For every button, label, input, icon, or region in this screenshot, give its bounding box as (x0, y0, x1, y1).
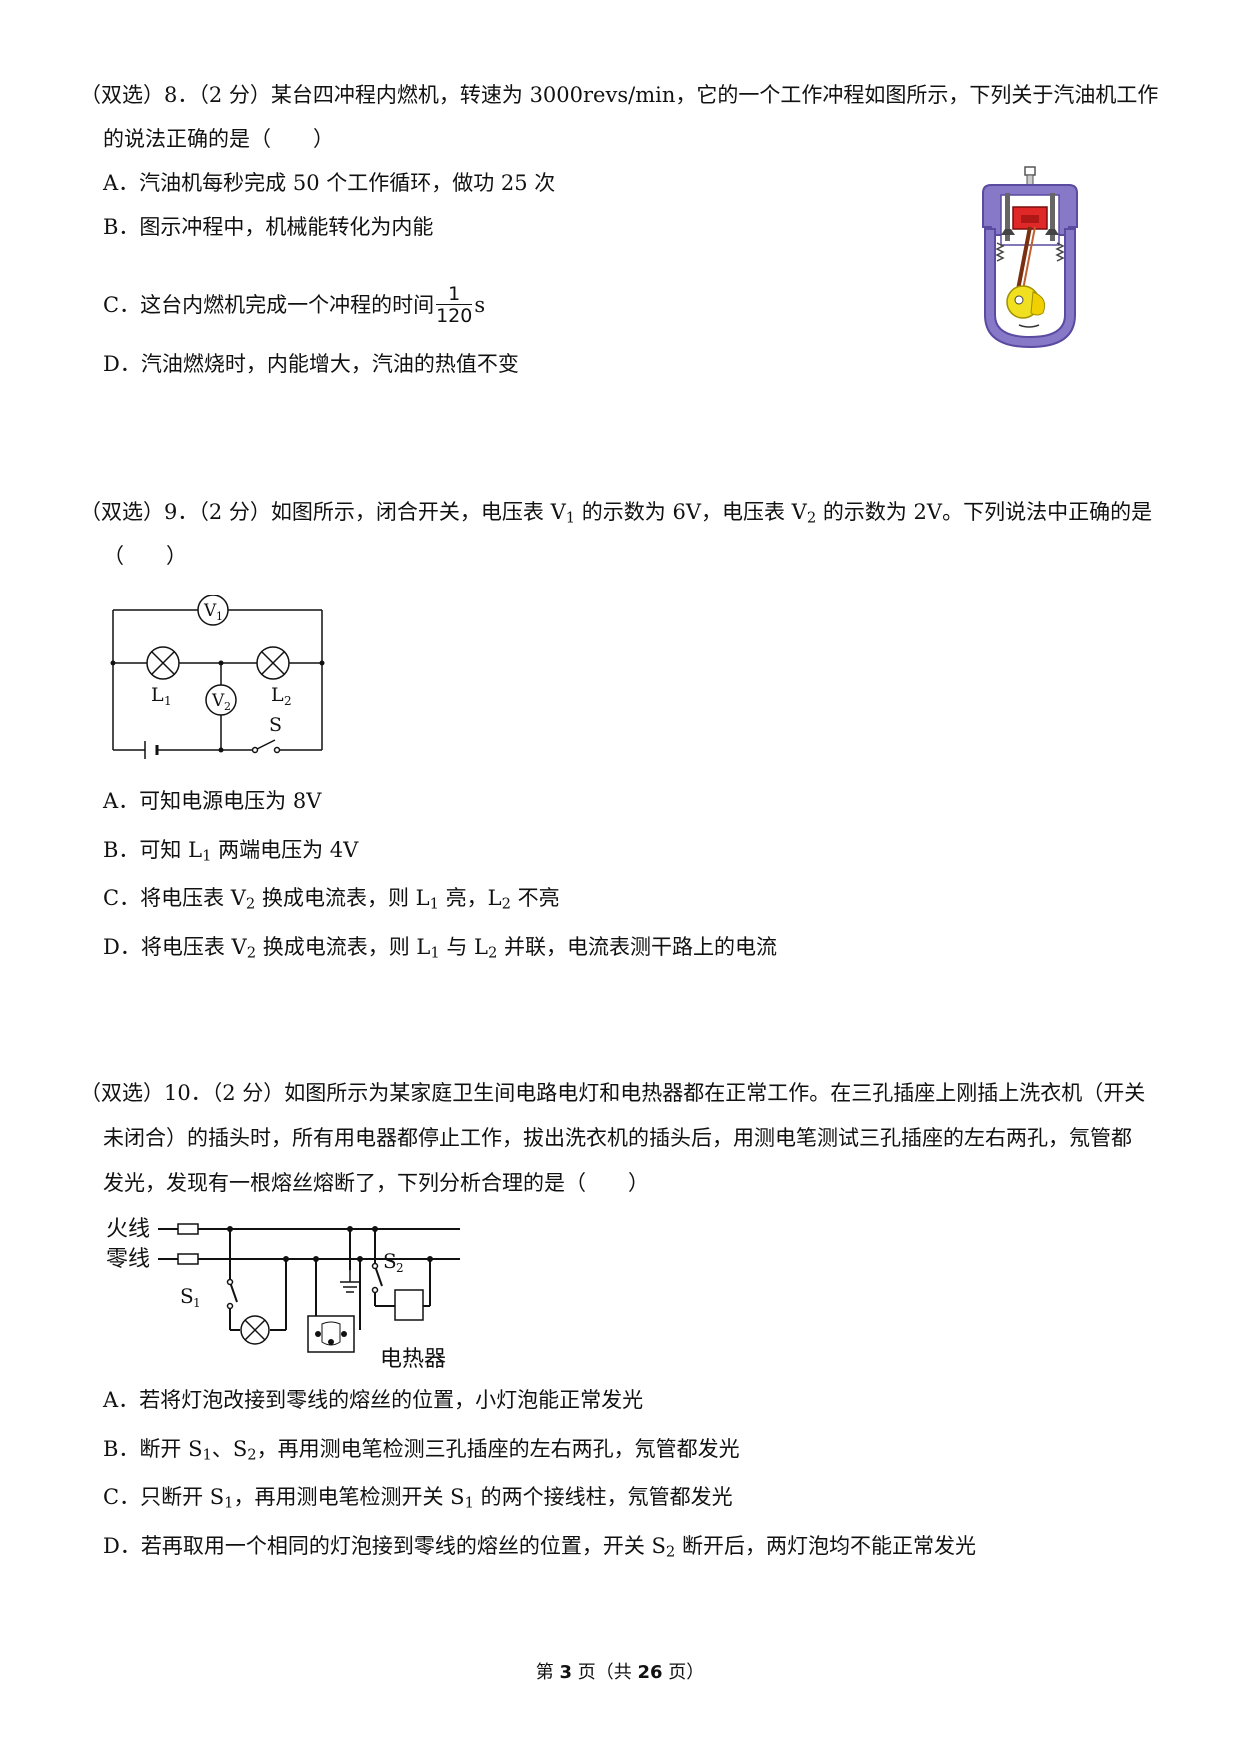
footer-text: 页（共 (572, 1662, 638, 1683)
switch-s1-label: S (180, 1284, 194, 1308)
q9-option-c-part: 亮，L (438, 886, 502, 910)
lamp-l2-icon (256, 646, 290, 680)
voltmeter-v2-icon: V 2 (205, 684, 237, 716)
subscript: 1 (464, 1494, 474, 1512)
q8-option-c-unit: s (474, 293, 486, 317)
q10-option-c-part: 的两个接线柱，氖管都发光 (473, 1485, 733, 1509)
heater-label: 电热器 (380, 1347, 446, 1372)
fraction-numerator: 1 (436, 284, 473, 305)
neutral-wire-label: 零线 (106, 1247, 150, 1272)
subscript: 2 (246, 944, 257, 962)
q9-option-c-part: C．将电压表 V (103, 886, 246, 910)
v1-label: V (203, 601, 217, 621)
q10-option-c: C．只断开 S1，再用测电笔检测开关 S1 的两个接线柱，氖管都发光 (103, 1482, 733, 1512)
q10-option-c-part: ，再用测电笔检测开关 S (233, 1485, 465, 1509)
spark-plug-icon (1024, 166, 1036, 176)
subscript: 2 (665, 1543, 676, 1561)
l2-label-sub: 2 (284, 694, 292, 708)
footer-text: 第 (535, 1662, 560, 1683)
engine-stroke-diagram (982, 166, 1078, 349)
q9-stem-part: 的示数为 6V，电压表 V (575, 500, 807, 524)
q10-stem-line1: （双选）10．（2 分）如图所示为某家庭卫生间电路电灯和电热器都在正常工作。在三… (80, 1081, 1146, 1105)
q10-stem-line2: 未闭合）的插头时，所有用电器都停止工作，拔出洗衣机的插头后，用测电笔测试三孔插座… (103, 1126, 1132, 1150)
switch-s1-label-sub: 1 (193, 1296, 201, 1310)
q9-option-d: D．将电压表 V2 换成电流表，则 L1 与 L2 并联，电流表测干路上的电流 (103, 932, 777, 962)
subscript: 2 (488, 944, 498, 962)
q10-option-d-part: D．若再取用一个相同的灯泡接到零线的熔丝的位置，开关 S (103, 1534, 666, 1558)
q9-option-c-part: 不亮 (510, 886, 560, 910)
q9-stem-line2: （ ） (103, 544, 187, 568)
q8-option-d: D．汽油燃烧时，内能增大，汽油的热值不变 (103, 352, 519, 376)
lamp-l1-icon (146, 646, 180, 680)
subscript: 2 (247, 1446, 257, 1464)
subscript: 2 (245, 895, 256, 913)
switch-s-label: S (269, 714, 282, 736)
q8-option-c: C．这台内燃机完成一个冲程的时间 1 120 s (103, 283, 485, 327)
q8-stem-line1: （双选）8．（2 分）某台四冲程内燃机，转速为 3000revs/min，它的一… (80, 83, 1159, 107)
l1-label: L (151, 684, 164, 706)
page-total: 26 (637, 1662, 663, 1683)
q9-option-b-part: 两端电压为 4V (211, 838, 359, 862)
q10-option-a: A．若将灯泡改接到零线的熔丝的位置，小灯泡能正常发光 (103, 1388, 644, 1412)
q8-option-a: A．汽油机每秒完成 50 个工作循环，做功 25 次 (103, 171, 556, 195)
q9-option-d-part: D．将电压表 V (103, 935, 247, 959)
three-hole-socket-icon (307, 1270, 360, 1353)
q10-stem-line3: 发光，发现有一根熔丝熔断了，下列分析合理的是（ ） (103, 1171, 649, 1195)
neutral-fuse-icon (177, 1253, 199, 1265)
subscript: 1 (202, 1446, 212, 1464)
electric-heater-icon (394, 1289, 424, 1321)
subscript: 1 (565, 509, 576, 527)
subscript: 2 (501, 895, 511, 913)
q10-option-b-part: ，再用测电笔检测三孔插座的左右两孔，氖管都发光 (256, 1437, 740, 1461)
q10-option-b: B．断开 S1、S2，再用测电笔检测三孔插座的左右两孔，氖管都发光 (103, 1434, 740, 1464)
q10-household-circuit-diagram: 火线 零线 (106, 1217, 460, 1372)
q8-option-c-fraction: 1 120 (436, 284, 473, 327)
fraction-denominator: 120 (436, 304, 473, 327)
page-footer: 第 3 页（共 26 页） (0, 1658, 1240, 1684)
footer-text: 页） (662, 1662, 705, 1683)
subscript: 1 (202, 847, 212, 865)
q10-option-c-part: C．只断开 S (103, 1485, 225, 1509)
page-number: 3 (559, 1662, 572, 1683)
v2-label: V (211, 691, 225, 711)
q9-option-a: A．可知电源电压为 8V (103, 789, 322, 813)
q9-option-d-part: 并联，电流表测干路上的电流 (497, 935, 778, 959)
q9-option-b-part: B．可知 L (103, 838, 203, 862)
switch-s2-label: S (383, 1249, 397, 1273)
live-fuse-icon (177, 1223, 199, 1235)
voltmeter-v1-icon: V 1 (197, 595, 229, 626)
q9-option-b: B．可知 L1 两端电压为 4V (103, 835, 358, 865)
l1-label-sub: 1 (164, 694, 172, 708)
q9-stem-line1: （双选）9．（2 分）如图所示，闭合开关，电压表 V1 的示数为 6V，电压表 … (80, 497, 1152, 527)
subscript: 1 (224, 1494, 234, 1512)
q9-option-c-part: 换成电流表，则 L (255, 886, 430, 910)
subscript: 2 (806, 509, 817, 527)
l2-label: L (271, 684, 284, 706)
live-wire-label: 火线 (106, 1217, 150, 1242)
switch-s2-label-sub: 2 (396, 1261, 404, 1275)
q9-option-d-part: 换成电流表，则 L (256, 935, 431, 959)
q10-option-b-part: 、S (211, 1437, 248, 1461)
q10-option-d: D．若再取用一个相同的灯泡接到零线的熔丝的位置，开关 S2 断开后，两灯泡均不能… (103, 1531, 976, 1561)
q9-stem-part: 的示数为 2V。下列说法中正确的是 (816, 500, 1153, 524)
q8-option-b: B．图示冲程中，机械能转化为内能 (103, 215, 434, 239)
q10-option-b-part: B．断开 S (103, 1437, 203, 1461)
q9-stem-part: （双选）9．（2 分）如图所示，闭合开关，电压表 V (80, 500, 566, 524)
q9-option-c: C．将电压表 V2 换成电流表，则 L1 亮，L2 不亮 (103, 883, 560, 913)
q9-option-d-part: 与 L (439, 935, 488, 959)
v1-label-sub: 1 (216, 610, 223, 623)
q10-option-d-part: 断开后，两灯泡均不能正常发光 (675, 1534, 976, 1558)
lamp-icon (240, 1315, 270, 1345)
subscript: 1 (430, 944, 440, 962)
q8-option-c-text: C．这台内燃机完成一个冲程的时间 (103, 293, 435, 317)
v2-label-sub: 2 (224, 700, 231, 713)
subscript: 1 (429, 895, 439, 913)
q8-stem-line2: 的说法正确的是（ ） (103, 127, 334, 151)
q9-circuit-diagram: V 1 V 2 L 1 L 2 S (110, 595, 325, 759)
